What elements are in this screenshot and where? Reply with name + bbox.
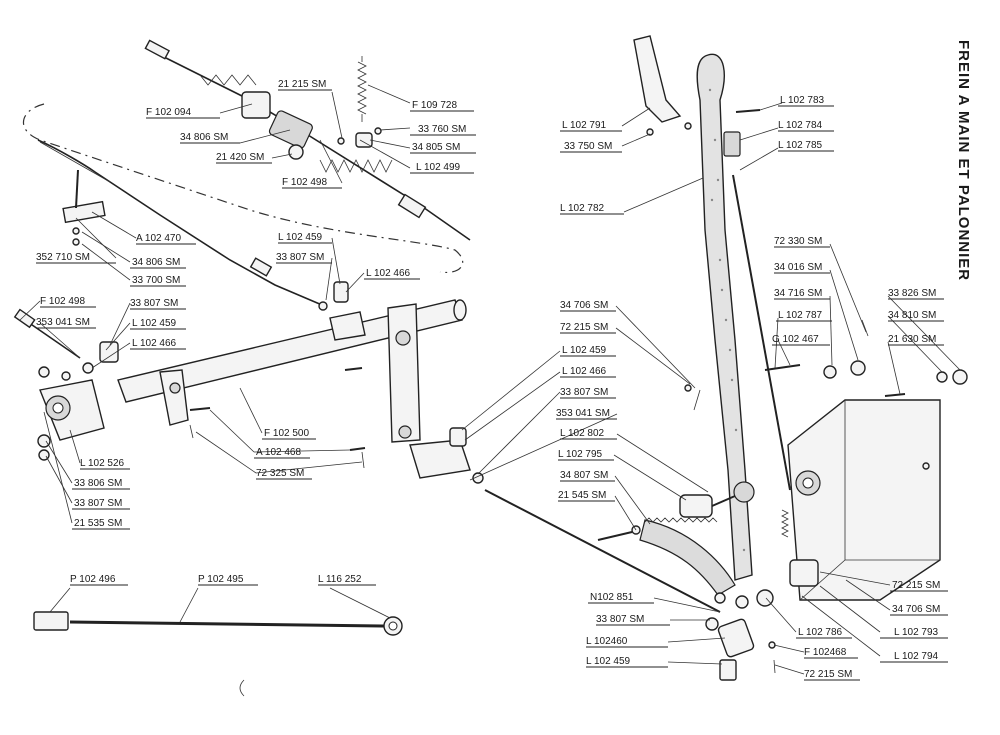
part-label: 33 826 SM	[888, 288, 936, 299]
part-label: 34 807 SM	[560, 470, 608, 481]
part-label: L 102 466	[562, 366, 607, 377]
part-label: 34 806 SM	[132, 257, 180, 268]
part-label: 33 807 SM	[596, 614, 644, 625]
part-label: 34 805 SM	[412, 142, 460, 153]
part-label: 21 630 SM	[888, 334, 936, 345]
part-label: 72 215 SM	[892, 580, 940, 591]
part-label: L 102 783	[780, 95, 825, 106]
part-label: 33 807 SM	[560, 387, 608, 398]
right-assembly-drawing	[409, 35, 968, 681]
part-label: N102 851	[590, 592, 634, 603]
part-label: 33 807 SM	[74, 498, 122, 509]
part-label: G 102 467	[772, 334, 819, 345]
part-label: L 102 466	[366, 268, 411, 279]
part-label: 34 716 SM	[774, 288, 822, 299]
part-label: L 102 459	[562, 345, 607, 356]
part-label: L 102 784	[778, 120, 823, 131]
part-label: 33 807 SM	[276, 252, 324, 263]
part-label: L 102 499	[416, 162, 461, 173]
part-label: L 102 791	[562, 120, 607, 131]
part-label: 33 807 SM	[130, 298, 178, 309]
part-label: L 102 795	[558, 449, 603, 460]
part-label: 34 810 SM	[888, 310, 936, 321]
part-label: 72 325 SM	[256, 468, 304, 479]
part-label: L 102 785	[778, 140, 823, 151]
part-label: F 102 498	[282, 177, 327, 188]
part-label: 353 041 SM	[36, 317, 90, 328]
part-label: L 102460	[586, 636, 628, 647]
part-label: 72 330 SM	[774, 236, 822, 247]
part-label: 34 016 SM	[774, 262, 822, 273]
part-label: F 109 728	[412, 100, 457, 111]
part-labels: 21 215 SM F 109 728 F 102 094 33 760 SM …	[36, 79, 948, 681]
part-label: L 102 787	[778, 310, 823, 321]
part-label: 21 215 SM	[278, 79, 326, 90]
part-label: L 102 459	[278, 232, 323, 243]
part-label: L 102 459	[132, 318, 177, 329]
part-label: L 102 466	[132, 338, 177, 349]
part-label: 21 545 SM	[558, 490, 606, 501]
leader-lines	[19, 84, 961, 675]
part-label: P 102 495	[198, 574, 244, 585]
part-label: F 102 498	[40, 296, 85, 307]
part-label: 21 420 SM	[216, 152, 264, 163]
part-label: F 102 094	[146, 107, 191, 118]
part-label: P 102 496	[70, 574, 116, 585]
part-label: 353 041 SM	[556, 408, 610, 419]
left-assembly-drawing	[13, 39, 471, 697]
part-label: 33 806 SM	[74, 478, 122, 489]
part-label: L 102 802	[560, 428, 605, 439]
part-label: A 102 470	[136, 233, 181, 244]
part-label: 33 760 SM	[418, 124, 466, 135]
part-label: 34 706 SM	[560, 300, 608, 311]
diagram-title: FREIN A MAIN ET PALONNIER	[955, 40, 972, 281]
part-label: F 102 500	[264, 428, 309, 439]
part-label: L 102 794	[894, 651, 939, 662]
part-label: L 102 526	[80, 458, 125, 469]
part-label: 352 710 SM	[36, 252, 90, 263]
part-label: 34 706 SM	[892, 604, 940, 615]
part-label: 72 215 SM	[804, 669, 852, 680]
part-label: L 102 782	[560, 203, 605, 214]
part-label: L 116 252	[318, 574, 362, 585]
part-label: 72 215 SM	[560, 322, 608, 333]
part-label: L 102 459	[586, 656, 631, 667]
part-label: 34 806 SM	[180, 132, 228, 143]
part-label: 33 700 SM	[132, 275, 180, 286]
part-label: A 102 468	[256, 447, 301, 458]
part-label: 21 535 SM	[74, 518, 122, 529]
part-label: L 102 786	[798, 627, 843, 638]
part-label: F 102468	[804, 647, 847, 658]
part-label: L 102 793	[894, 627, 939, 638]
part-label: 33 750 SM	[564, 141, 612, 152]
